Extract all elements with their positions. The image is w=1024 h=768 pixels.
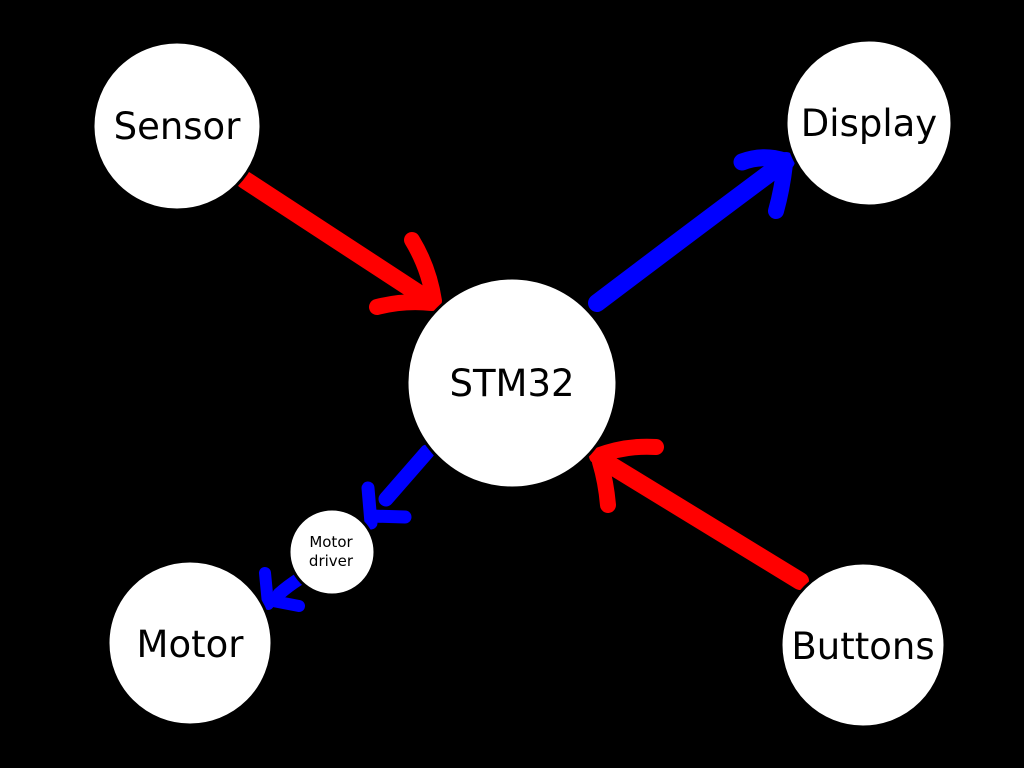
motor-label: Motor (137, 623, 245, 666)
arrow-buttons-to-stm32 (589, 438, 809, 590)
stm32-label: STM32 (449, 362, 574, 405)
node-display: Display (784, 38, 954, 208)
node-motor-driver: Motor driver (287, 507, 377, 597)
motor-driver-label-line2: driver (309, 552, 354, 570)
node-stm32: STM32 (405, 276, 619, 490)
buttons-label: Buttons (791, 625, 934, 668)
sensor-label: Sensor (114, 105, 242, 148)
display-circle (784, 38, 954, 208)
arrow-stm32-to-display (588, 149, 795, 312)
motor-driver-label-line1: Motor (309, 533, 353, 551)
stm32-circle (405, 276, 619, 490)
motor-circle (106, 559, 274, 727)
sensor-circle (91, 40, 263, 212)
node-buttons: Buttons (779, 561, 947, 729)
arrow-sensor-to-stm32 (236, 171, 442, 315)
node-motor: Motor (106, 559, 274, 727)
display-label: Display (801, 102, 937, 145)
buttons-circle (779, 561, 947, 729)
motor-driver-circle (287, 507, 377, 597)
node-sensor: Sensor (91, 40, 263, 212)
arrow-motor-driver-to-motor (259, 567, 306, 612)
arrow-stm32-to-motor-driver (361, 444, 435, 530)
